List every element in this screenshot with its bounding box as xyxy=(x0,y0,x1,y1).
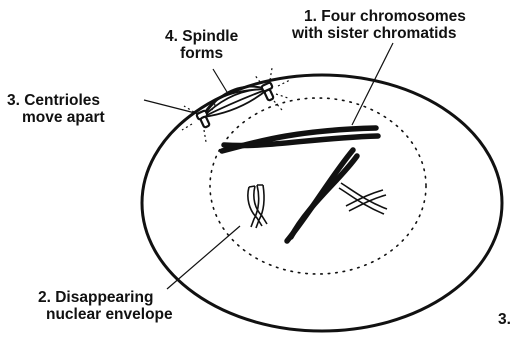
label-centrioles-line1: 3. Centrioles xyxy=(7,92,105,109)
chromosome-small-left xyxy=(248,185,267,228)
label-envelope-line1: 2. Disappearing xyxy=(32,289,173,306)
chromosome-diagonal xyxy=(287,150,357,241)
chromosome-small-right xyxy=(339,183,387,214)
label-centrioles-line2: move apart xyxy=(7,109,105,126)
label-spindle-forms-line2: forms xyxy=(165,45,238,62)
nuclear-envelope xyxy=(210,98,426,274)
centriole-right xyxy=(261,82,274,101)
label-four-chromosomes-line2: with sister chromatids xyxy=(292,25,466,42)
label-spindle-forms-line1: 4. Spindle xyxy=(165,28,238,45)
label-four-chromosomes: 1. Four chromosomes with sister chromati… xyxy=(292,8,466,42)
label-spindle-forms: 4. Spindle forms xyxy=(165,28,238,62)
label-four-chromosomes-line1: 1. Four chromosomes xyxy=(292,8,466,25)
label-cutoff-text: 3. xyxy=(498,311,511,328)
label-disappearing-nuclear-envelope: 2. Disappearing nuclear envelope xyxy=(32,289,173,323)
label-cutoff-number: 3. xyxy=(498,311,511,328)
label-envelope-line2: nuclear envelope xyxy=(32,306,173,323)
chromosome-horizontal xyxy=(222,128,378,151)
label-centrioles-move-apart: 3. Centrioles move apart xyxy=(7,92,105,126)
